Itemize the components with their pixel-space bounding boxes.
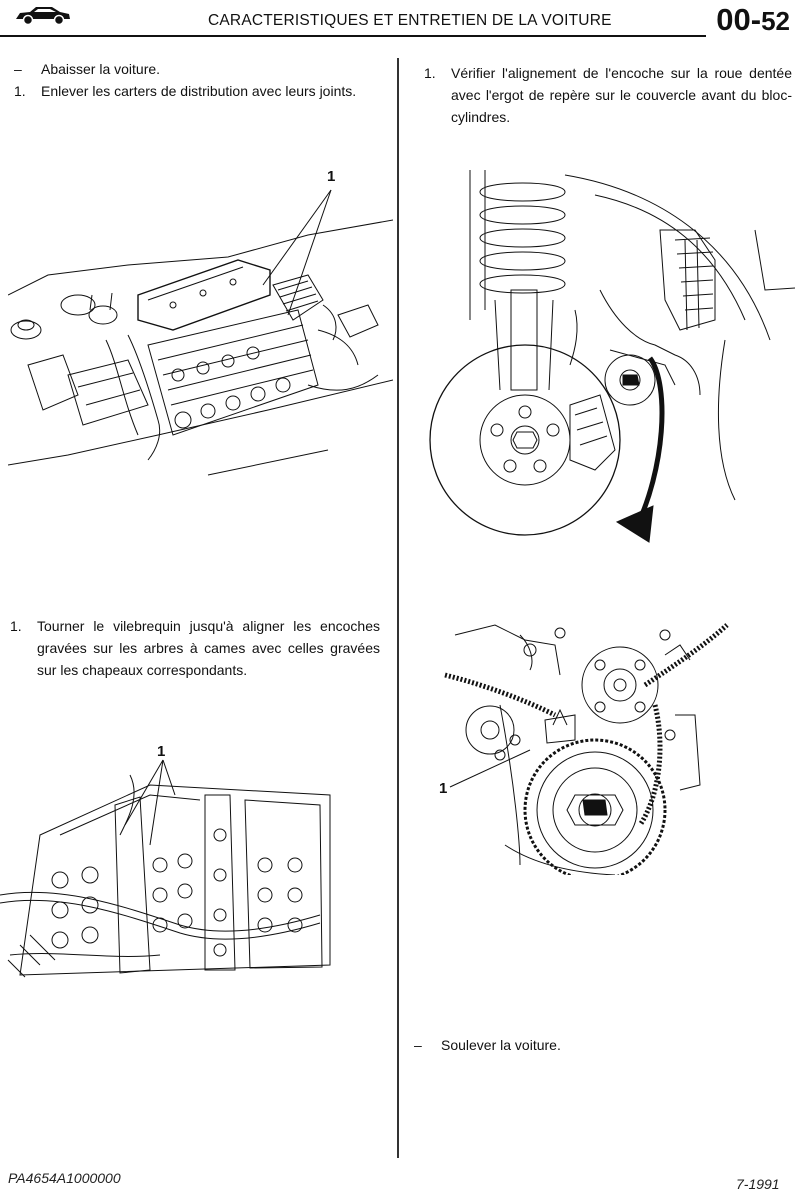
step-lower-car: – Abaisser la voiture. (14, 58, 386, 80)
step-text: Tourner le vilebrequin jusqu'à aligner l… (37, 618, 380, 678)
page-number-main: 00- (716, 2, 762, 37)
figure-2-callout: 1 (157, 743, 166, 760)
step-marker: 1. (14, 83, 26, 99)
figure-4-callout: 1 (439, 780, 448, 797)
step-text: Abaisser la voiture. (41, 61, 161, 77)
step-text: Vérifier l'alignement de l'encoche sur l… (451, 65, 792, 125)
step-marker: – (14, 61, 22, 77)
document-date: 7-1991 (736, 1176, 780, 1192)
page-header: CARACTERISTIQUES ET ENTRETIEN DE LA VOIT… (0, 0, 800, 42)
step-remove-covers: 1. Enlever les carters de distribution a… (14, 80, 386, 102)
page-number-sub: 52 (761, 6, 790, 36)
step-text: Soulever la voiture. (441, 1037, 561, 1053)
column-divider (397, 58, 399, 1158)
car-icon (16, 7, 70, 26)
figure-wheel-hub (425, 170, 795, 560)
step-marker: – (414, 1037, 422, 1053)
header-rule (0, 35, 706, 37)
figure-1-callout: 1 (327, 168, 336, 185)
step-text: Enlever les carters de distribution avec… (41, 83, 357, 99)
step-check-alignment: 1. Vérifier l'alignement de l'encoche su… (424, 62, 792, 128)
step-marker: 1. (10, 618, 22, 634)
figure-timing-belt (435, 615, 735, 875)
step-rotate-crankshaft: 1. Tourner le vilebrequin jusqu'à aligne… (10, 615, 380, 681)
figure-camshafts (0, 755, 345, 980)
figure-engine-bay (8, 165, 393, 485)
page-number: 00-52 (716, 2, 790, 38)
document-code: PA4654A1000000 (8, 1170, 121, 1186)
step-marker: 1. (424, 65, 436, 81)
header-title: CARACTERISTIQUES ET ENTRETIEN DE LA VOIT… (208, 12, 612, 29)
step-raise-car: – Soulever la voiture. (414, 1034, 784, 1056)
